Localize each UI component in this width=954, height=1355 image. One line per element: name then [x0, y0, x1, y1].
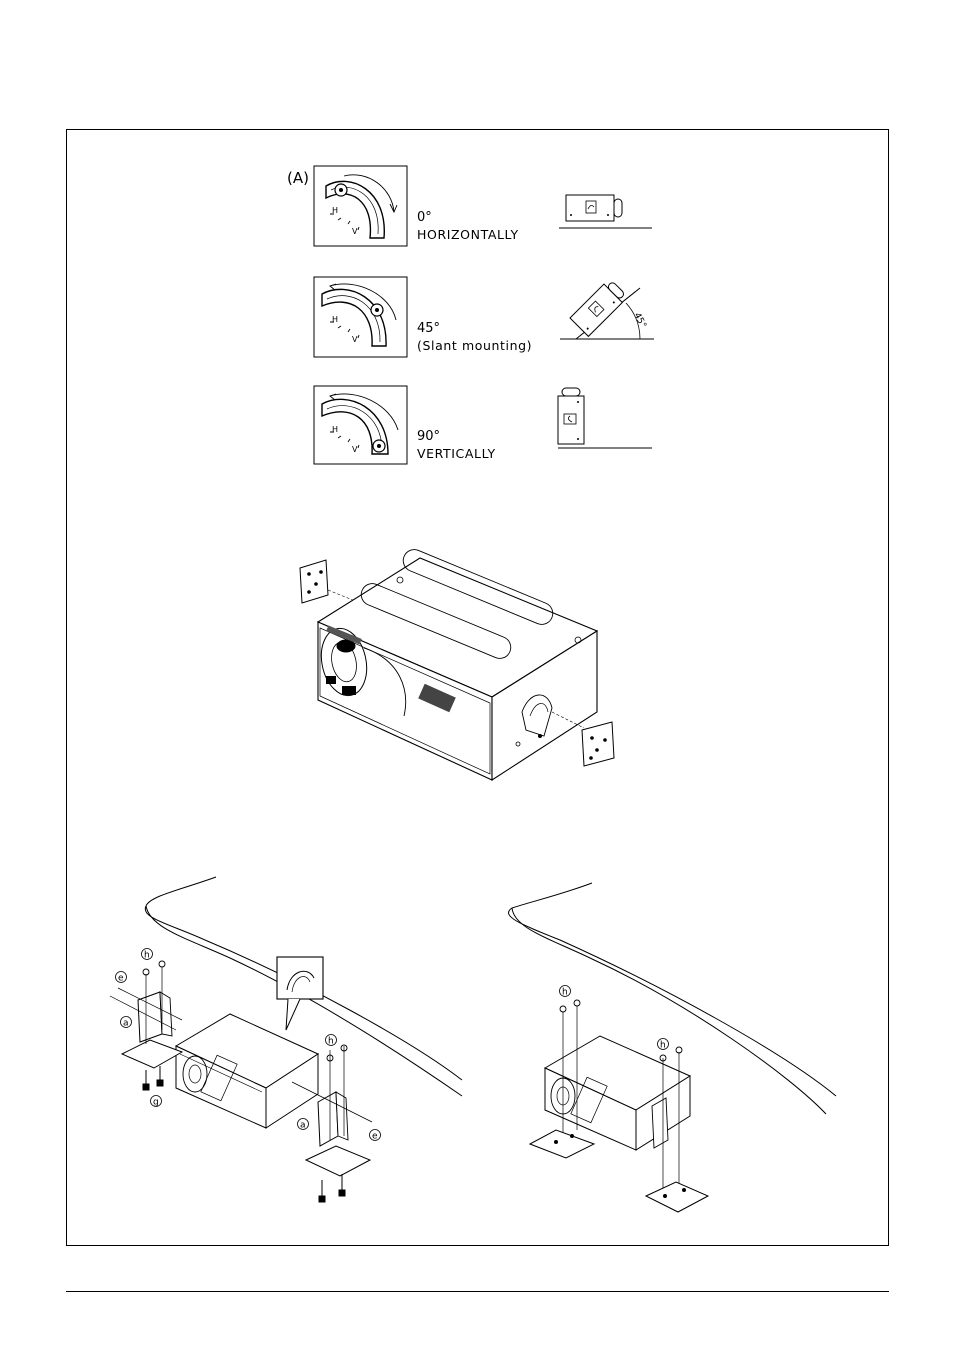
dial-slant-diagram: H V: [314, 277, 407, 357]
dial-mark-h: H: [332, 315, 338, 324]
dial-mark-v: V: [352, 445, 358, 454]
callout-h: h: [562, 988, 568, 998]
callout-e: e: [372, 1132, 378, 1142]
bracket-mounting-left-diagram: [110, 877, 462, 1202]
dial-mark-h: H: [332, 425, 338, 434]
dial-horizontal-diagram: H V: [314, 166, 407, 246]
callout-h: h: [660, 1041, 666, 1051]
angle-label: 45°: [631, 311, 647, 330]
callout-labels-right: h h: [560, 986, 669, 1051]
callout-g: g: [153, 1098, 159, 1108]
unit-horizontal-view: [559, 195, 652, 228]
unit-vertical-view: [558, 388, 652, 448]
unit-slant-view: 45°: [560, 278, 654, 339]
bracket-mounting-right-diagram: [509, 883, 836, 1212]
callout-h: h: [144, 951, 150, 961]
dial-vertical-diagram: H V: [314, 386, 407, 464]
dial-mark-h: H: [332, 206, 338, 215]
dial-mark-v: V: [352, 335, 358, 344]
callout-a: a: [300, 1121, 306, 1131]
dial-mark-v: V: [352, 227, 358, 236]
callout-h: h: [328, 1037, 334, 1047]
callout-e: e: [118, 974, 124, 984]
callout-a: a: [123, 1019, 129, 1029]
changer-isometric-diagram: [300, 546, 614, 780]
